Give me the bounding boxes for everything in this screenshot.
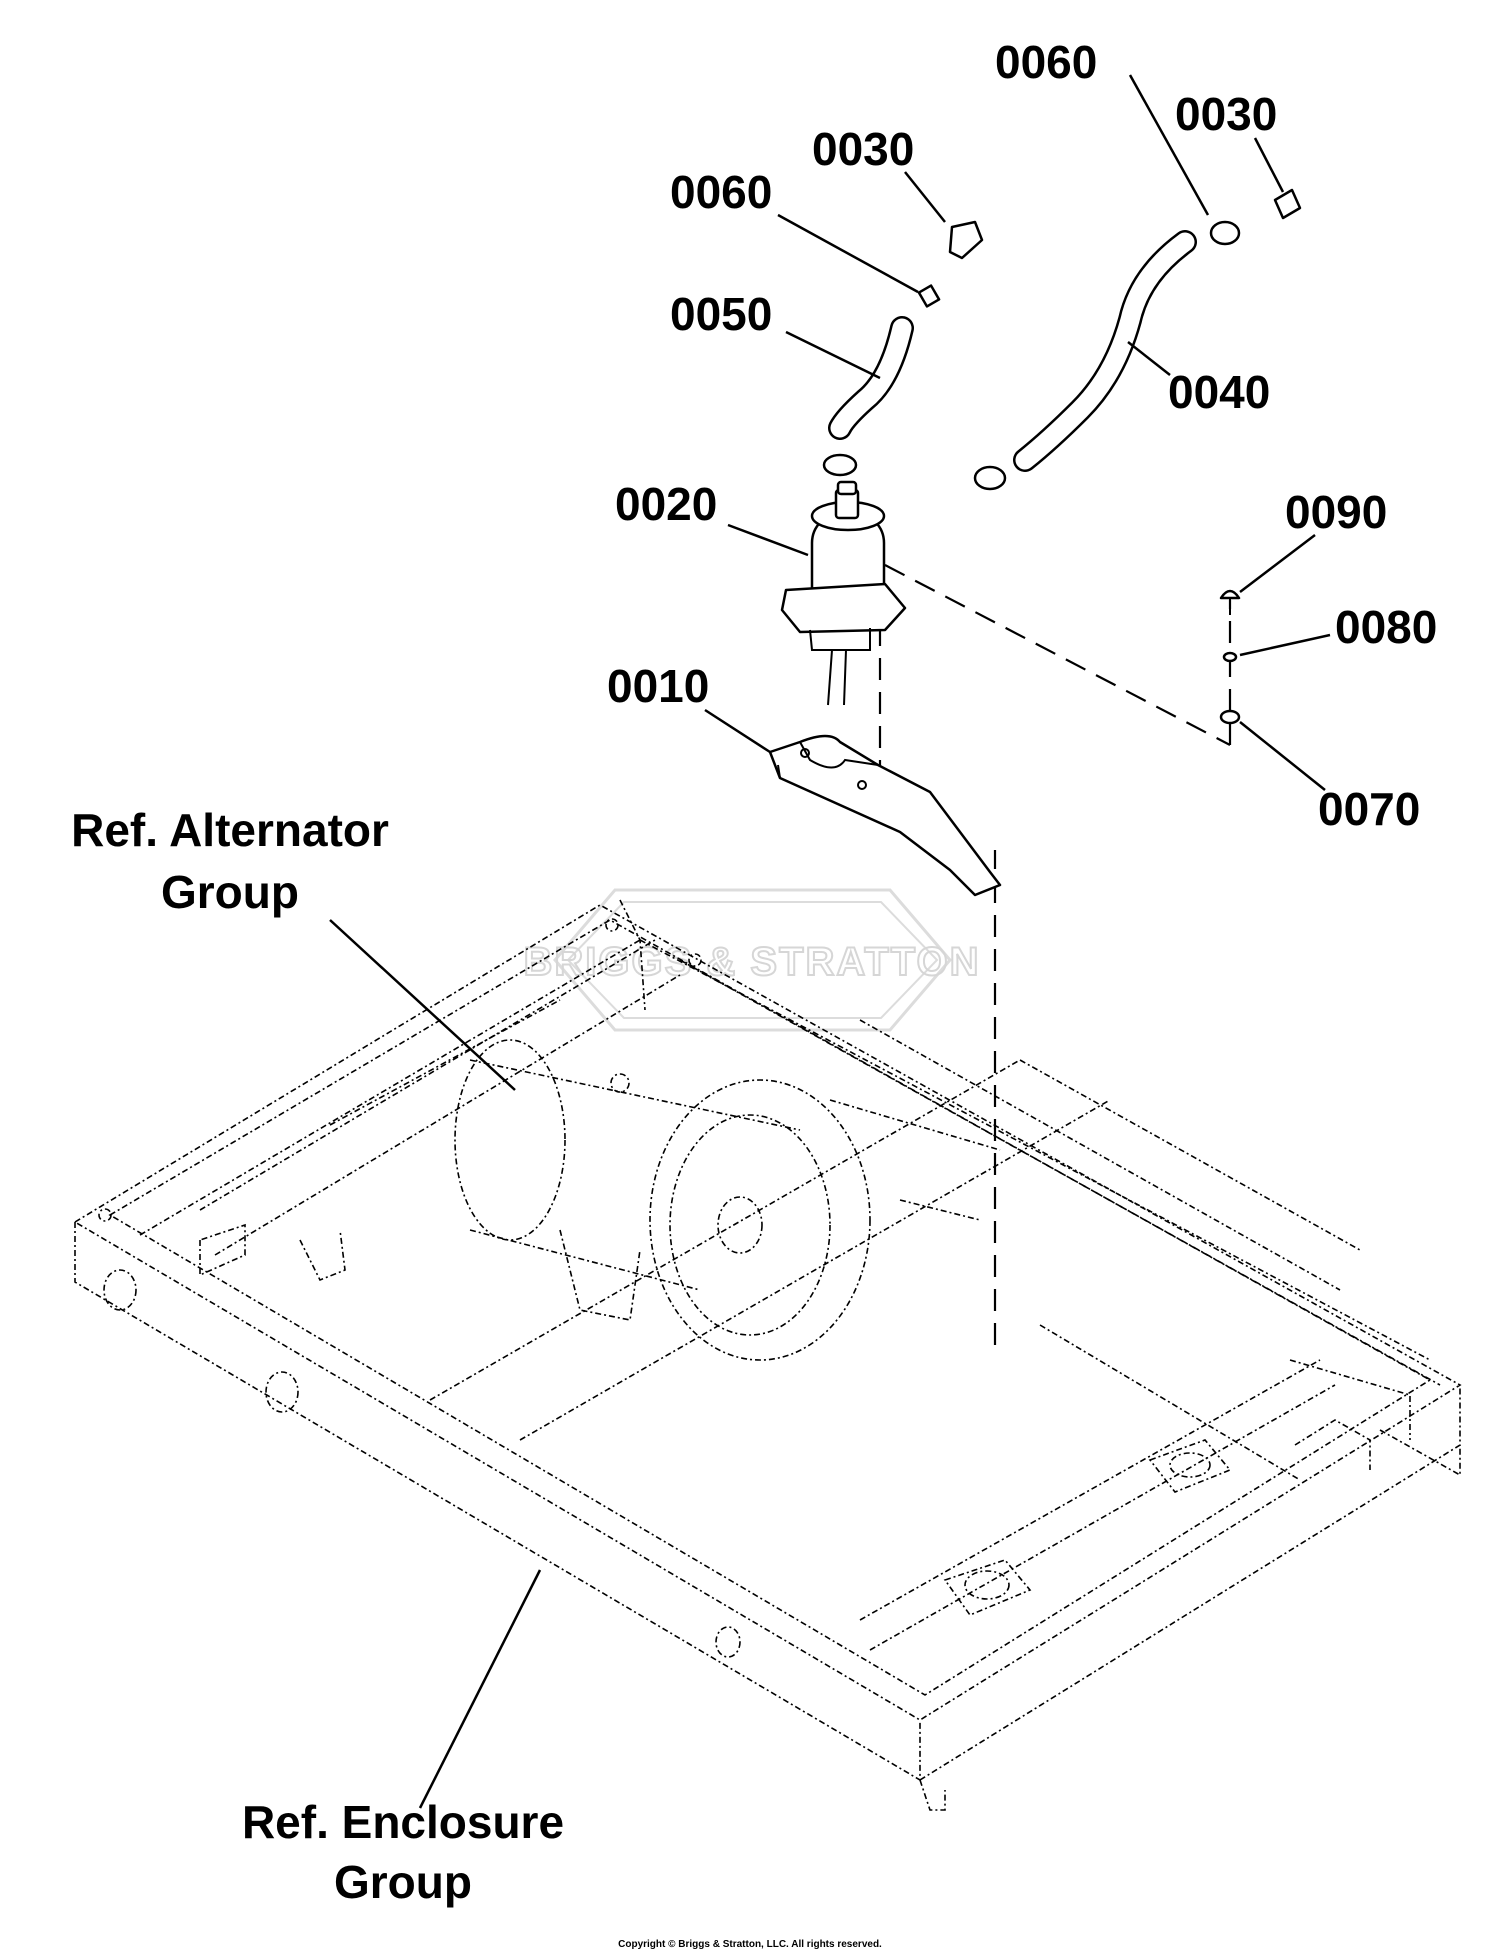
callout-0060-right: 0060 [995, 36, 1097, 88]
ref-enclosure-line1: Ref. Enclosure [242, 1796, 564, 1848]
watermark-text: BRIGGS & STRATTON [524, 940, 981, 984]
ref-enclosure-line2: Group [334, 1856, 472, 1908]
callout-0030-right: 0030 [1175, 88, 1277, 140]
enclosure-frame [73, 899, 1462, 1811]
part-0050-short-hose [828, 316, 914, 440]
part-0010-bracket [768, 734, 1002, 897]
reference-labels: Ref. Alternator Group Ref. Enclosure Gro… [71, 804, 564, 1908]
callout-0080: 0080 [1335, 601, 1437, 653]
callout-0050: 0050 [670, 288, 772, 340]
part-0020-canister [780, 480, 907, 706]
alignment-lines [878, 564, 1232, 1345]
callout-0010: 0010 [607, 660, 709, 712]
callout-0060-left: 0060 [670, 166, 772, 218]
mounting-hardware [1219, 589, 1241, 725]
callout-0030-left: 0030 [812, 123, 914, 175]
copyright-footer: Copyright © Briggs & Stratton, LLC. All … [618, 1939, 882, 1950]
callout-0040: 0040 [1168, 366, 1270, 418]
vibration-mounts [943, 1439, 1232, 1616]
callout-labels: 0060 0030 0030 0060 0050 0040 0020 0090 … [607, 36, 1437, 835]
callout-0070: 0070 [1318, 783, 1420, 835]
hose-clamps-and-fittings [822, 188, 1302, 491]
callout-0020: 0020 [615, 478, 717, 530]
ref-alternator-line2: Group [161, 866, 299, 918]
brand-watermark: BRIGGS & STRATTON [523, 888, 981, 1032]
callout-0090: 0090 [1285, 486, 1387, 538]
leader-lines [329, 74, 1331, 1809]
ref-alternator-line1: Ref. Alternator [71, 804, 389, 856]
part-0040-long-hose [1013, 230, 1197, 472]
alternator-group [299, 1039, 1001, 1361]
